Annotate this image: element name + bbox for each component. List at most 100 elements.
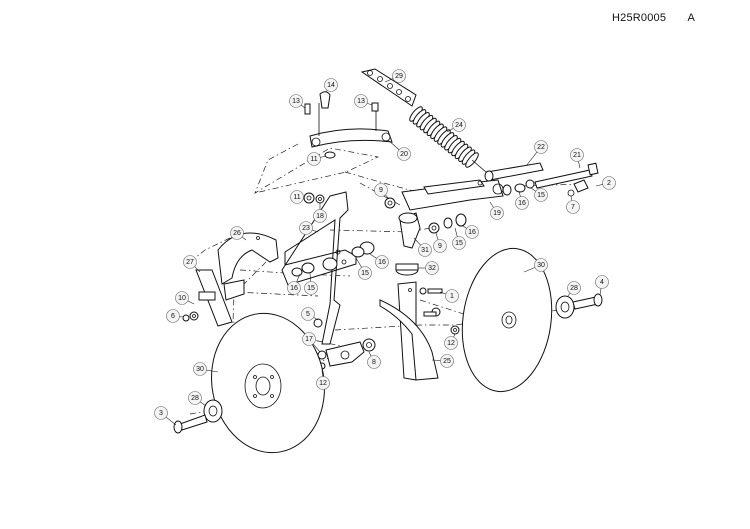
callout-11: 11 (307, 152, 321, 166)
callout-number: 7 (571, 204, 575, 211)
callout-leader-16 (296, 273, 301, 283)
callout-30: 30 (193, 362, 207, 376)
callout-number: 26 (233, 230, 241, 237)
callout-15: 15 (452, 236, 466, 250)
callout-number: 13 (292, 98, 300, 105)
callout-number: 3 (159, 410, 163, 417)
callout-number: 19 (493, 210, 501, 217)
callout-number: 30 (537, 262, 545, 269)
callout-14: 14 (324, 78, 338, 92)
callout-number: 29 (395, 73, 403, 80)
callout-leader-19 (489, 201, 494, 208)
callout-28: 28 (188, 391, 202, 405)
callout-leader-12 (321, 368, 323, 377)
callout-13: 13 (289, 94, 303, 108)
tension-spring (409, 106, 487, 173)
callout-leader-30 (523, 267, 536, 273)
callout-3: 3 (154, 406, 168, 420)
callout-28: 28 (567, 281, 581, 295)
callout-leader-29 (384, 78, 394, 83)
callout-leader-1 (439, 291, 446, 295)
callout-6: 6 (166, 309, 180, 323)
callout-leader-9 (385, 194, 390, 200)
callout-leader-15 (309, 272, 311, 282)
callout-number: 28 (570, 285, 578, 292)
callout-number: 2 (607, 180, 611, 187)
swing-arm (401, 179, 512, 211)
callout-16: 16 (465, 225, 479, 239)
callout-number: 15 (537, 192, 545, 199)
callout-18: 18 (313, 209, 327, 223)
bolt-21 (534, 162, 599, 197)
callout-17: 17 (302, 332, 316, 346)
callout-number: 16 (378, 259, 386, 266)
callout-leader-25 (431, 359, 441, 361)
callout-leader-17 (312, 343, 321, 353)
callout-number: 15 (455, 240, 463, 247)
callout-15: 15 (534, 188, 548, 202)
callout-number: 10 (178, 295, 186, 302)
callout-number: 13 (357, 98, 365, 105)
axle-pin (484, 162, 544, 193)
callout-leader-13 (367, 102, 373, 106)
callout-number: 25 (443, 358, 451, 365)
hub-left (173, 399, 223, 434)
callout-leader-4 (599, 288, 602, 296)
callout-number: 16 (290, 285, 298, 292)
callout-5: 5 (301, 307, 315, 321)
document-code: H25R0005 (612, 12, 667, 24)
callout-leader-16 (518, 190, 521, 197)
callout-leader-11 (320, 155, 327, 158)
callout-leader-21 (578, 161, 581, 169)
callout-19: 19 (490, 206, 504, 220)
callout-8: 8 (367, 355, 381, 369)
callout-leader-3 (165, 416, 177, 426)
disc-left (211, 312, 325, 454)
callout-leader-15 (355, 257, 362, 268)
callout-number: 31 (421, 247, 429, 254)
callout-leader-30 (206, 369, 219, 373)
callout-number: 12 (319, 380, 327, 387)
callout-number: 14 (327, 82, 335, 89)
callout-26: 26 (230, 226, 244, 240)
callout-leader-5 (313, 317, 319, 321)
callout-number: 1 (450, 293, 454, 300)
callout-16: 16 (375, 255, 389, 269)
pins (304, 91, 379, 115)
callout-16: 16 (287, 281, 301, 295)
seed-tube (379, 281, 441, 381)
callout-23: 23 (299, 221, 313, 235)
callout-number: 18 (316, 213, 324, 220)
callout-12: 12 (316, 376, 330, 390)
callout-20: 20 (397, 147, 411, 161)
callout-leader-28 (567, 293, 571, 297)
callout-15: 15 (304, 281, 318, 295)
callout-16: 16 (515, 196, 529, 210)
callout-leader-8 (368, 351, 372, 357)
callout-number: 5 (306, 311, 310, 318)
callout-9: 9 (433, 239, 447, 253)
callout-leader-7 (570, 195, 573, 201)
callout-number: 23 (302, 225, 310, 232)
callout-number: 11 (293, 194, 300, 201)
disc-right (461, 247, 553, 393)
callout-leader-28 (200, 401, 207, 407)
callout-number: 17 (305, 336, 313, 343)
callout-number: 20 (400, 151, 408, 158)
callout-leader-15 (530, 187, 536, 192)
callout-leader-16 (462, 225, 467, 229)
callout-number: 9 (379, 187, 383, 194)
callout-29: 29 (392, 69, 406, 83)
callout-number: 11 (310, 156, 317, 163)
callout-9: 9 (374, 183, 388, 197)
callout-number: 12 (447, 340, 455, 347)
callout-number: 15 (361, 270, 369, 277)
callout-30: 30 (534, 258, 548, 272)
callout-leader-14 (325, 90, 328, 93)
callout-25: 25 (440, 354, 454, 368)
callout-number: 30 (196, 366, 204, 373)
drawing-number: H25R0005 A (612, 12, 695, 24)
callout-15: 15 (358, 266, 372, 280)
callout-4: 4 (595, 275, 609, 289)
callout-11: 11 (290, 190, 304, 204)
